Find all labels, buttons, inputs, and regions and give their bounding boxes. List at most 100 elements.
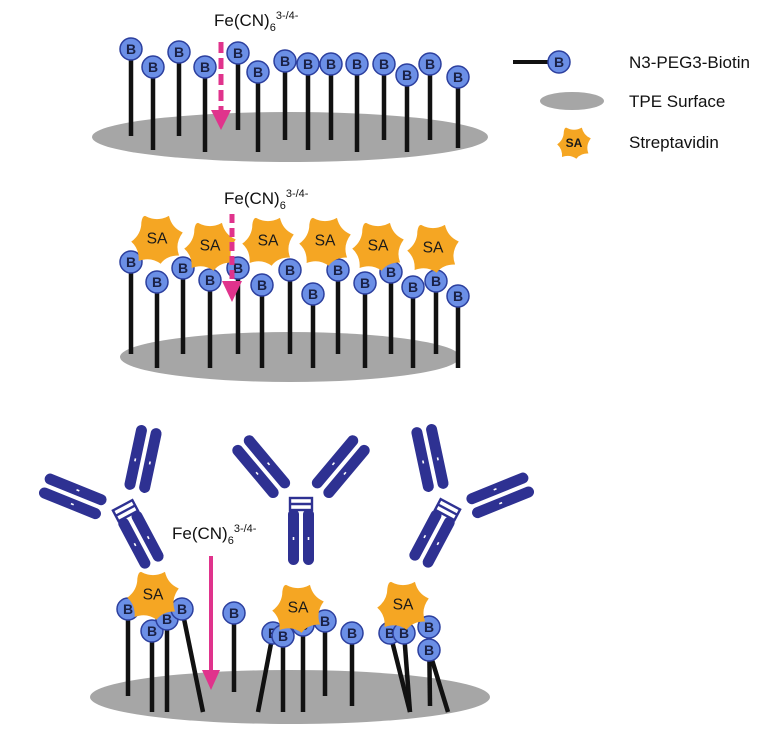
biotin-icon: B: [193, 55, 217, 79]
svg-text:B: B: [126, 41, 136, 57]
svg-text:SA: SA: [423, 240, 444, 257]
biotin-icon: B: [424, 269, 448, 293]
biotin-icon: B: [418, 52, 442, 76]
legend-label-streptavidin: Streptavidin: [629, 133, 719, 152]
streptavidin-icon: SA: [242, 217, 294, 266]
antibody-icon: [355, 412, 545, 598]
biotin-linker-7: B: [296, 52, 320, 150]
biotin-icon: B: [250, 273, 274, 297]
svg-text:B: B: [280, 53, 290, 69]
biotin-linker-2: B: [167, 40, 191, 136]
svg-text:B: B: [320, 613, 330, 629]
legend-streptavidin: SA Streptavidin: [557, 127, 719, 159]
svg-text:B: B: [253, 64, 263, 80]
streptavidin-icon: SA: [127, 571, 179, 620]
biotin-linker-4: B: [226, 41, 250, 130]
svg-text:B: B: [360, 275, 370, 291]
tpe-surface-3: [90, 670, 490, 724]
streptavidin-icon: SA: [377, 581, 429, 630]
biotin-linker-1: B: [145, 270, 169, 368]
biotin-icon: B: [119, 250, 143, 274]
svg-text:SA: SA: [143, 587, 164, 604]
biotin-linker-3: B: [170, 597, 206, 713]
svg-text:B: B: [126, 254, 136, 270]
svg-text:B: B: [123, 601, 133, 617]
svg-text:B: B: [385, 625, 395, 641]
biotin-icon: B: [198, 268, 222, 292]
biotin-icon: B: [401, 275, 425, 299]
antibody-icon: [228, 431, 374, 567]
biotin-icon: B: [345, 52, 369, 76]
biotin-linker-5: B: [250, 273, 274, 368]
svg-text:B: B: [308, 286, 318, 302]
svg-text:B: B: [178, 260, 188, 276]
legend-label-surface: TPE Surface: [629, 92, 725, 111]
svg-text:B: B: [233, 45, 243, 61]
biotin-linker-0: B: [116, 597, 140, 696]
svg-text:B: B: [425, 56, 435, 72]
biotin-linker-4: B: [222, 601, 246, 692]
biotin-linker-6: B: [278, 258, 302, 354]
biotin-linker-13: B: [417, 638, 451, 713]
streptavidin-icon: SA: [299, 217, 351, 266]
legend-label-linker: N3-PEG3-Biotin: [629, 53, 750, 72]
surface-icon: [540, 92, 604, 110]
biotin-linker-7: B: [301, 282, 325, 368]
legend: B N3-PEG3-Biotin TPE Surface SA Streptav…: [513, 50, 750, 159]
svg-text:SA: SA: [200, 238, 221, 255]
biotin-linker-8: B: [319, 52, 343, 140]
svg-text:B: B: [147, 623, 157, 639]
svg-text:B: B: [233, 260, 243, 276]
antibody-icon: [28, 413, 218, 599]
svg-text:B: B: [431, 273, 441, 289]
svg-text:SA: SA: [315, 233, 336, 250]
biotin-linker-2: B: [171, 256, 195, 354]
biotin-icon: B: [273, 49, 297, 73]
svg-text:B: B: [402, 67, 412, 83]
biotin-linker-0: B: [119, 250, 143, 354]
antibody-layer-3: [28, 412, 545, 599]
biotin-icon: B: [547, 50, 571, 74]
biotin-linker-13: B: [446, 65, 470, 148]
svg-text:B: B: [303, 56, 313, 72]
biotin-icon: B: [145, 270, 169, 294]
biotin-icon: B: [372, 52, 396, 76]
biotin-icon: B: [446, 65, 470, 89]
biotin-linker-1: B: [141, 55, 165, 150]
biotin-linker-6: B: [273, 49, 297, 140]
biotin-linker-0: B: [119, 37, 143, 136]
svg-text:SA: SA: [393, 597, 414, 614]
biotin-linker-11: B: [395, 63, 419, 152]
biotin-icon: B: [141, 55, 165, 79]
svg-text:B: B: [174, 44, 184, 60]
svg-text:B: B: [285, 262, 295, 278]
legend-surface: TPE Surface: [540, 92, 725, 111]
biotin-linker-5: B: [246, 60, 270, 152]
tpe-surface-2: [120, 332, 460, 382]
biotin-icon: B: [340, 621, 364, 645]
biotin-icon: B: [167, 40, 191, 64]
streptavidin-icon: SA: [131, 215, 183, 264]
svg-text:B: B: [177, 601, 187, 617]
svg-text:B: B: [347, 625, 357, 641]
streptavidin-icon: SA: [407, 224, 459, 273]
biotin-linker-12: B: [418, 52, 442, 140]
redox-arrow-3: [202, 556, 220, 690]
biotin-linker-8: B: [313, 609, 337, 696]
svg-text:B: B: [554, 54, 564, 70]
biotin-icon: B: [222, 601, 246, 625]
svg-text:B: B: [352, 56, 362, 72]
biotin-icon: B: [170, 597, 194, 621]
biotin-linker-9: B: [340, 621, 364, 706]
svg-text:B: B: [152, 274, 162, 290]
svg-text:B: B: [257, 277, 267, 293]
redox-label-3: Fe(CN)63-/4-: [172, 523, 257, 547]
biotin-icon: B: [171, 256, 195, 280]
biotin-linker-3: B: [193, 55, 217, 152]
